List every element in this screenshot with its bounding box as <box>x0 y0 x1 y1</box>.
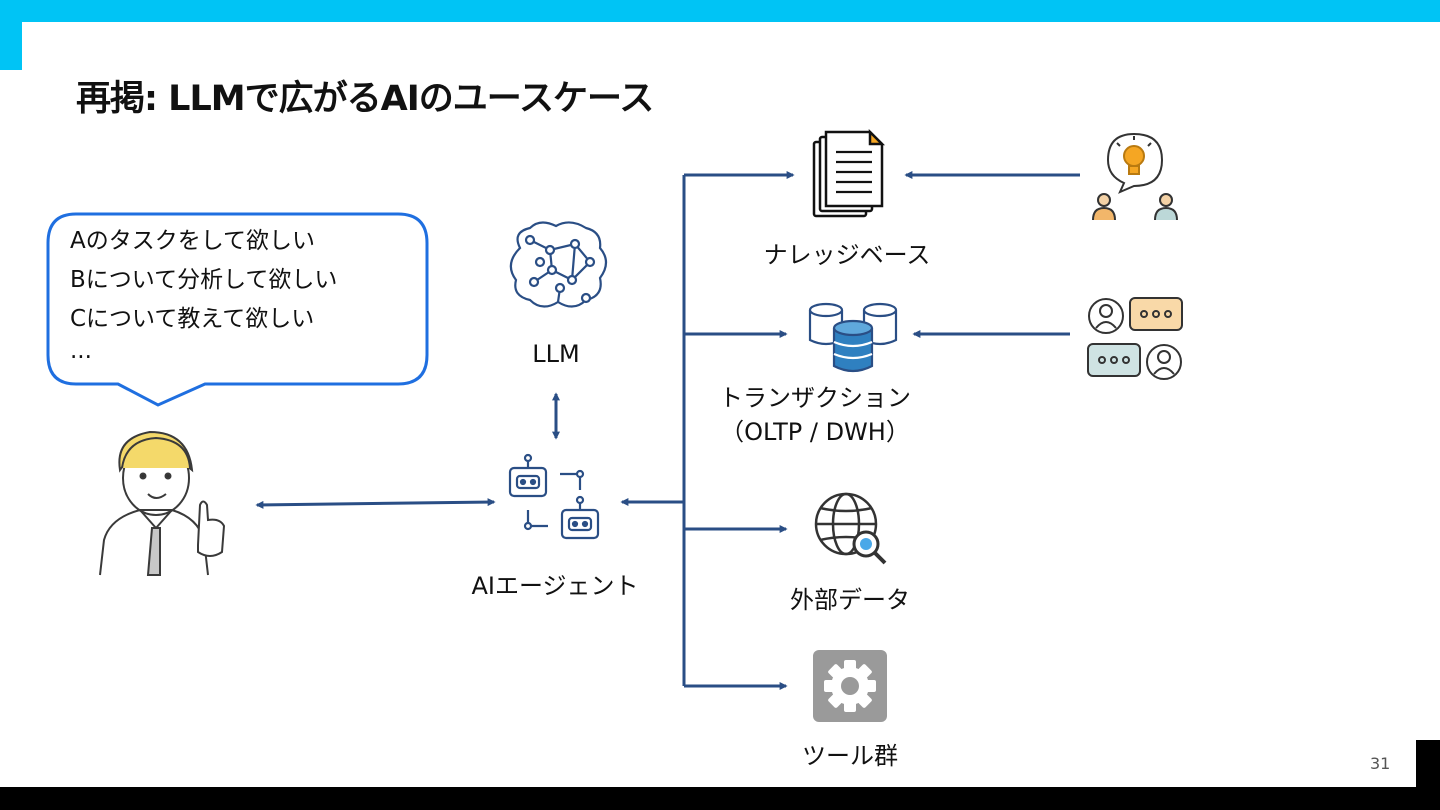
request-line: Aのタスクをして欲しい <box>70 228 316 254</box>
ai-agent-robots-icon <box>508 453 600 540</box>
top-accent-tab <box>0 0 22 70</box>
ai-agent-label: AIエージェント <box>471 572 639 600</box>
top-accent-bar <box>0 0 1440 22</box>
transaction-sublabel: （OLTP / DWH） <box>720 418 910 446</box>
request-line: ... <box>70 338 92 364</box>
gear-icon <box>813 650 887 722</box>
documents-icon <box>812 128 886 218</box>
bottom-tab <box>1416 740 1440 790</box>
request-line: Bについて分析して欲しい <box>70 267 338 293</box>
brain-network-icon <box>509 221 608 308</box>
speech-bubble <box>46 212 429 407</box>
user-request-text: Aのタスクをして欲しい Bについて分析して欲しい Cについて教えて欲しい ... <box>70 222 337 363</box>
agent-resource-connector <box>620 171 1080 690</box>
globe-search-icon <box>814 492 887 565</box>
database-icon <box>808 302 898 373</box>
idea-sharing-icon <box>1092 132 1178 221</box>
chat-users-icon <box>1087 297 1183 380</box>
slide-title: 再掲: LLMで広がるAIのユースケース <box>76 79 654 119</box>
tools-label: ツール群 <box>802 742 898 770</box>
page-number: 31 <box>1370 754 1391 773</box>
llm-label: LLM <box>532 340 580 368</box>
user-person-icon <box>99 430 226 576</box>
bottom-bar <box>0 787 1440 810</box>
external-data-label: 外部データ <box>790 586 910 614</box>
request-line: Cについて教えて欲しい <box>70 306 315 332</box>
knowledge-base-label: ナレッジベース <box>763 241 931 269</box>
user-agent-arrow <box>255 498 496 509</box>
transaction-label: トランザクション <box>719 384 911 412</box>
